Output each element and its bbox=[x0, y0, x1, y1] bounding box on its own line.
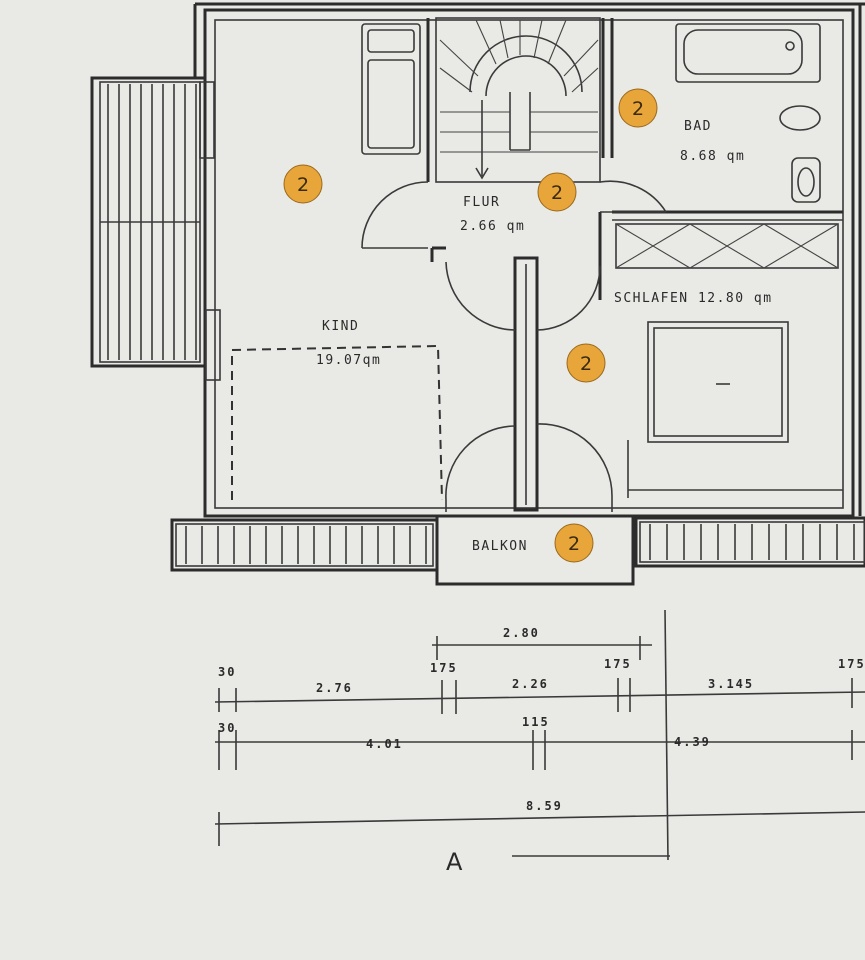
room-label-bad: BAD bbox=[684, 119, 712, 134]
badge-kind: 2 bbox=[283, 164, 323, 204]
dim-row2-3: 4.39 bbox=[674, 735, 711, 749]
dim-row1-6: 175 bbox=[838, 657, 865, 671]
section-label: A bbox=[446, 848, 463, 876]
dimension-lines bbox=[214, 609, 865, 861]
badge-flur-number: 2 bbox=[551, 182, 563, 204]
bad-fixtures bbox=[675, 23, 821, 203]
dim-row2-1: 4.01 bbox=[366, 737, 403, 751]
dim-door-span: 2.80 bbox=[503, 626, 540, 640]
interior-walls bbox=[426, 18, 843, 512]
left-terrace bbox=[90, 76, 221, 381]
room-label-flur: FLUR bbox=[463, 195, 500, 210]
badge-bad: 2 bbox=[618, 88, 658, 128]
staircase bbox=[435, 17, 601, 183]
badge-bad-number: 2 bbox=[632, 98, 644, 120]
room-label-balkon: BALKON bbox=[472, 539, 528, 554]
badge-schlafen: 2 bbox=[566, 343, 606, 383]
kind-furniture bbox=[231, 23, 443, 501]
balkon-area bbox=[170, 516, 865, 586]
room-area-bad: 8.68 qm bbox=[680, 149, 745, 164]
badge-schlafen-number: 2 bbox=[580, 353, 592, 375]
badge-flur: 2 bbox=[537, 172, 577, 212]
dim-row1-1: 2.76 bbox=[316, 681, 353, 695]
dim-row2-0: 30 bbox=[218, 721, 236, 735]
dim-row1-0: 30 bbox=[218, 665, 236, 679]
room-label-schlafen: SCHLAFEN 12.80 qm bbox=[614, 291, 773, 306]
badge-balkon-number: 2 bbox=[568, 533, 580, 555]
badge-kind-number: 2 bbox=[297, 174, 309, 196]
room-area-flur: 2.66 qm bbox=[460, 219, 525, 234]
dim-row1-5: 3.145 bbox=[708, 677, 754, 691]
dim-total: 8.59 bbox=[526, 799, 563, 813]
flur-doors bbox=[361, 180, 667, 331]
schlafen-furniture bbox=[615, 223, 839, 443]
room-area-kind: 19.07qm bbox=[316, 353, 381, 368]
dim-row2-2: 115 bbox=[522, 715, 550, 729]
balkon-doors bbox=[445, 423, 613, 512]
badge-balkon: 2 bbox=[554, 523, 594, 563]
dim-row1-3: 2.26 bbox=[512, 677, 549, 691]
dim-row1-4: 175 bbox=[604, 657, 632, 671]
dim-row1-2: 175 bbox=[430, 661, 458, 675]
room-label-kind: KIND bbox=[322, 319, 359, 334]
